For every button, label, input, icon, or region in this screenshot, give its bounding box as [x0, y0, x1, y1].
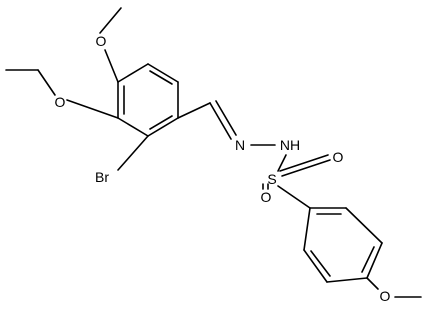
bond: [366, 277, 379, 290]
bond: [366, 242, 383, 279]
bond: [66, 99, 119, 119]
atom-o-sulfonyl-bottom: O: [261, 189, 272, 205]
bond-double: [279, 154, 329, 172]
bond: [277, 185, 311, 209]
atom-o-methoxy-top: O: [96, 33, 107, 49]
atom-o-sulfonyl-right: O: [333, 149, 344, 165]
bond: [277, 154, 287, 172]
atom-n-imine: N: [235, 137, 245, 153]
atom-o-ethoxy: O: [55, 94, 66, 110]
bond: [303, 249, 328, 283]
bond: [177, 102, 211, 119]
bond: [99, 7, 122, 34]
bond-double: [281, 159, 331, 177]
bond: [147, 63, 179, 83]
atom-o-methoxy-bottom: O: [380, 288, 391, 304]
ring-right: [303, 207, 383, 283]
bond: [303, 207, 311, 251]
bond-double: [209, 102, 232, 140]
atom-s: S: [267, 171, 276, 187]
bond: [37, 69, 56, 96]
bond-double-inner: [310, 250, 331, 277]
bond: [117, 63, 149, 83]
bond: [117, 117, 149, 137]
bond: [326, 277, 368, 283]
ring-left: [117, 63, 179, 137]
bond-double: [215, 100, 237, 136]
bond-double-inner: [149, 115, 173, 130]
bond: [345, 207, 383, 244]
bond: [147, 117, 179, 137]
bond-double-inner: [149, 70, 173, 85]
bond: [117, 135, 149, 171]
bond: [104, 49, 119, 83]
atom-br: Br: [95, 169, 109, 185]
atom-nh: NH: [280, 137, 300, 153]
bond-double-inner: [361, 246, 375, 273]
